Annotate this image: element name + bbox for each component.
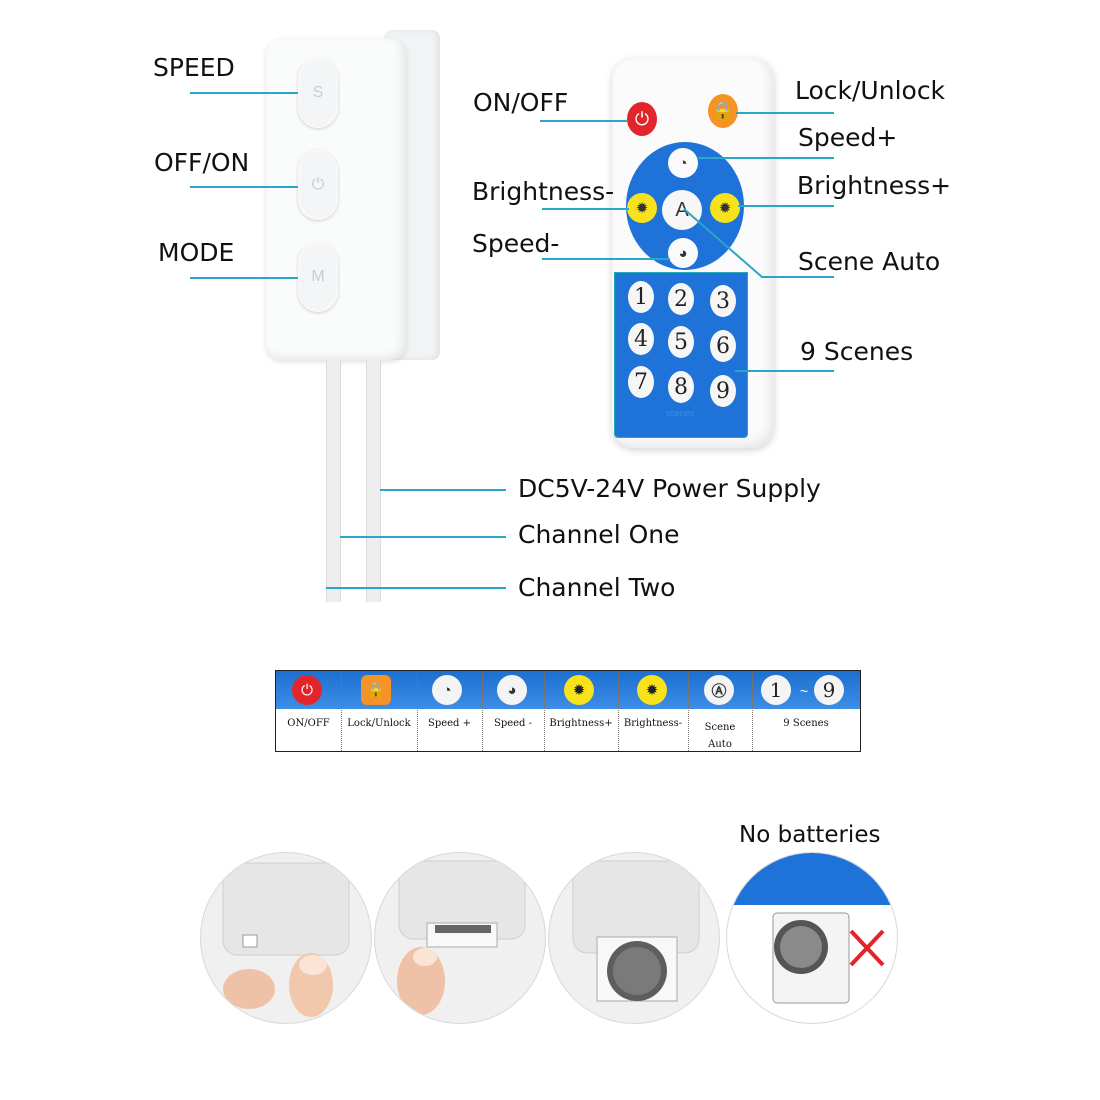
battery-step-2-photo (374, 852, 546, 1024)
no-batteries-photo (726, 852, 898, 1024)
speedometer-icon: ◔ (678, 154, 688, 172)
power-icon: ⏻ (311, 176, 325, 193)
remote-back-with-fingers-illustration (222, 862, 350, 1017)
battery-step-1-photo (200, 852, 372, 1024)
legend-text-brightness-minus: Brightness- (623, 718, 683, 729)
label-channel-one: Channel One (518, 520, 680, 549)
remote-brightness-plus-button[interactable]: ✹ (710, 193, 740, 223)
legend-cell-onoff: ⏻ ON/OFF (276, 671, 342, 751)
remote-scene-auto-button[interactable]: A (662, 190, 702, 230)
speedometer-icon: ◕ (497, 675, 527, 705)
legend-text-nine-scenes: 9 Scenes (783, 718, 829, 729)
speed-icon: S (312, 84, 324, 101)
controller-onoff-button[interactable]: ⏻ (298, 150, 338, 220)
label-channel-two: Channel Two (518, 573, 676, 602)
scene-button-7[interactable]: 7 (628, 366, 654, 398)
coin-cell-crossed-illustration (727, 853, 897, 1004)
label-nine-scenes: 9 Scenes (800, 337, 914, 366)
remote-numpad: 1 2 3 4 5 6 7 8 9 (614, 272, 748, 438)
cable-right (366, 360, 381, 602)
auto-icon: A (675, 198, 689, 221)
label-offon: OFF/ON (154, 148, 250, 177)
leader-brightness-plus (738, 205, 834, 207)
label-onoff: ON/OFF (473, 88, 569, 117)
numpad-scenes-tag: scenes (665, 408, 695, 418)
label-mode: MODE (158, 238, 235, 267)
leader-speed-plus (698, 157, 834, 159)
leader-scene-auto (683, 208, 834, 278)
cable-left (326, 360, 341, 602)
leader-speed (190, 92, 298, 94)
scene-button-9[interactable]: 9 (710, 375, 736, 407)
leader-brightness-minus (542, 208, 629, 210)
scene-button-3[interactable]: 3 (710, 285, 736, 317)
label-brightness-plus: Brightness+ (797, 171, 952, 200)
mode-icon: M (311, 268, 325, 285)
label-power-supply: DC5V-24V Power Supply (518, 474, 821, 503)
controller-mode-button[interactable]: M (298, 242, 338, 312)
remote-lock-button[interactable]: 🔒 (708, 94, 738, 128)
legend-cell-speed-plus: ◔ Speed + (417, 671, 483, 751)
leader-channel-one (340, 536, 506, 538)
leader-lock (736, 112, 834, 114)
leader-speed-minus (542, 258, 670, 260)
legend-text-speed-plus: Speed + (427, 718, 472, 729)
scene-button-5[interactable]: 5 (668, 326, 694, 358)
auto-icon: Ⓐ (704, 675, 734, 705)
legend-cell-lock: 🔒 Lock/Unlock (341, 671, 418, 751)
sun-icon: ✹ (635, 200, 649, 217)
scene-one-icon: 1 (761, 675, 791, 705)
scene-button-2[interactable]: 2 (668, 283, 694, 315)
leader-nine-scenes (735, 370, 834, 372)
scene-button-8[interactable]: 8 (668, 371, 694, 403)
power-icon: ⏻ (634, 108, 650, 129)
remote-brightness-minus-button[interactable]: ✹ (627, 193, 657, 223)
legend-range-separator: ~ (799, 683, 809, 699)
label-lock: Lock/Unlock (795, 76, 946, 105)
battery-step-3-photo (548, 852, 720, 1024)
legend-text-brightness-plus: Brightness+ (549, 718, 613, 729)
legend-cell-speed-minus: ◕ Speed - (482, 671, 545, 751)
remote-speed-minus-button[interactable]: ◕ (668, 238, 698, 268)
legend-text-lock: Lock/Unlock (347, 718, 411, 729)
scene-button-4[interactable]: 4 (628, 323, 654, 355)
scene-button-1[interactable]: 1 (628, 281, 654, 313)
leader-offon (190, 186, 298, 188)
leader-channel-two (326, 587, 506, 589)
scene-nine-icon: 9 (814, 675, 844, 705)
power-icon: ⏻ (292, 675, 322, 705)
label-speed: SPEED (153, 53, 235, 82)
legend-cell-scene-auto: Ⓐ Scene Auto (688, 671, 753, 751)
controller-speed-button[interactable]: S (298, 58, 338, 128)
button-legend-table: ⏻ ON/OFF 🔒 Lock/Unlock ◔ Speed + ◕ Speed… (275, 670, 861, 752)
speedometer-icon: ◕ (678, 244, 688, 262)
legend-cell-brightness-plus: ✹ Brightness+ (544, 671, 619, 751)
leader-mode (190, 277, 298, 279)
remote-tray-with-coin-cell-illustration (572, 860, 700, 1002)
lock-icon: 🔒 (711, 100, 735, 121)
remote-onoff-button[interactable]: ⏻ (627, 102, 657, 136)
legend-text-scene-auto: Scene Auto (704, 722, 736, 750)
sun-icon: ✹ (718, 200, 732, 217)
label-speed-minus: Speed- (472, 229, 560, 258)
legend-cell-brightness-minus: ✹ Brightness- (618, 671, 689, 751)
sun-icon: ✹ (564, 675, 594, 705)
leader-power-supply (380, 489, 506, 491)
scene-button-6[interactable]: 6 (710, 330, 736, 362)
remote-tray-slide-illustration (397, 860, 526, 1015)
leader-onoff (540, 120, 628, 122)
speedometer-icon: ◔ (432, 675, 462, 705)
legend-cell-nine-scenes: 1 ~ 9 9 Scenes (752, 671, 860, 751)
legend-text-speed-minus: Speed - (493, 718, 533, 729)
lock-icon: 🔒 (361, 675, 391, 705)
remote-speed-plus-button[interactable]: ◔ (668, 148, 698, 178)
sun-icon: ✹ (637, 675, 667, 705)
label-scene-auto: Scene Auto (798, 247, 941, 276)
no-batteries-label: No batteries (739, 822, 881, 848)
label-brightness-minus: Brightness- (472, 177, 615, 206)
label-speed-plus: Speed+ (798, 123, 898, 152)
legend-text-onoff: ON/OFF (287, 718, 330, 729)
